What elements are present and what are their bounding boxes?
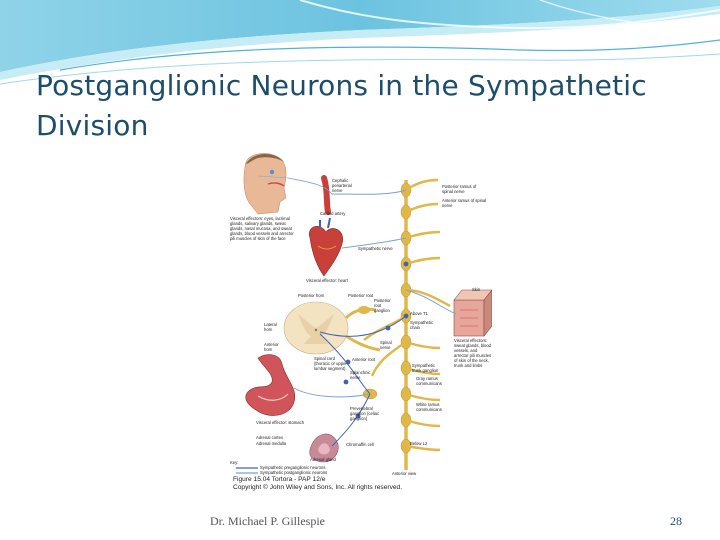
label-anterior-horn: Anterior horn [264,342,282,352]
stomach-illustration [246,355,295,416]
label-key: Key: [230,460,238,465]
caption-line-1: Figure 15.04 Tortora - PAP 12/e [233,476,325,483]
head-illustration [244,153,288,214]
label-gray-ramus: Gray ramus communicans [416,376,444,386]
caption-line-2: Copyright © John Wiley and Sons, Inc. Al… [233,484,402,491]
label-stomach: Visceral effector: stomach [256,420,304,425]
label-spinal-nerve: Spinal nerve [380,340,398,350]
title-line-1: Postganglionic Neurons in the Sympatheti… [36,69,647,102]
label-posterior-root: Posterior root [348,293,373,298]
sympathetic-figure: Cephalic periarterial nerve Carotid arte… [228,150,492,500]
label-chromaffin: Chromaffin cell [346,442,374,447]
label-heart: Visceral effector: heart [306,278,348,283]
carotid-artery-illustration [324,178,328,212]
label-anterior-ramus: Anterior ramus of spinal nerve [442,198,488,208]
title-line-2: Division [36,109,149,142]
label-adrenal-gland: Adrenal gland [310,457,336,462]
label-adrenal-cortex: Adrenal cortex [256,435,283,440]
label-white-ramus: White ramus communicans [416,402,448,412]
label-face-effectors: Visceral effectors: eyes, lacrimal gland… [230,216,294,241]
label-skin-effectors: Visceral effectors: sweat glands, blood … [454,338,492,368]
label-carotid: Carotid artery [320,211,345,216]
label-skin: Skin [472,287,480,292]
page-number: 28 [670,514,682,529]
label-spinal-cord: Spinal cord (thoracic or upper lumbar se… [314,356,348,371]
label-sympathetic-nerve: Sympathetic nerve [358,246,393,251]
label-below-l2: Below L2 [410,441,427,446]
slide-title: Postganglionic Neurons in the Sympatheti… [36,66,676,146]
sympathetic-chain [363,180,450,470]
label-posterior-root-ganglion: Posterior root ganglion [374,298,396,313]
label-key-postganglionic: Sympathetic postganglionic neurons [260,470,327,475]
label-anterior-root: Anterior root [352,357,375,362]
skin-block-illustration [454,290,492,336]
label-splanchnic: Splanchnic nerve [350,370,372,380]
heart-illustration [309,218,342,276]
footer-author: Dr. Michael P. Gillespie [210,514,325,529]
label-adrenal-medulla: Adrenal medulla [256,441,286,446]
label-posterior-ramus: Posterior ramus of spinal nerve [442,184,488,194]
label-cephalic: Cephalic periarterial nerve [332,178,356,193]
label-prevertebral: Prevertebral ganglion (celiac ganglion) [350,406,380,421]
label-above-t1: Above T1 [410,311,428,316]
label-lateral-horn: Lateral horn [264,322,282,332]
label-posterior-horn: Posterior horn [298,293,324,298]
label-trunk-ganglion: Sympathetic trunk ganglion [412,363,440,373]
figure-caption: Figure 15.04 Tortora - PAP 12/e Copyrigh… [233,476,402,492]
label-sympathetic-chain: Sympathetic chain [410,320,432,330]
